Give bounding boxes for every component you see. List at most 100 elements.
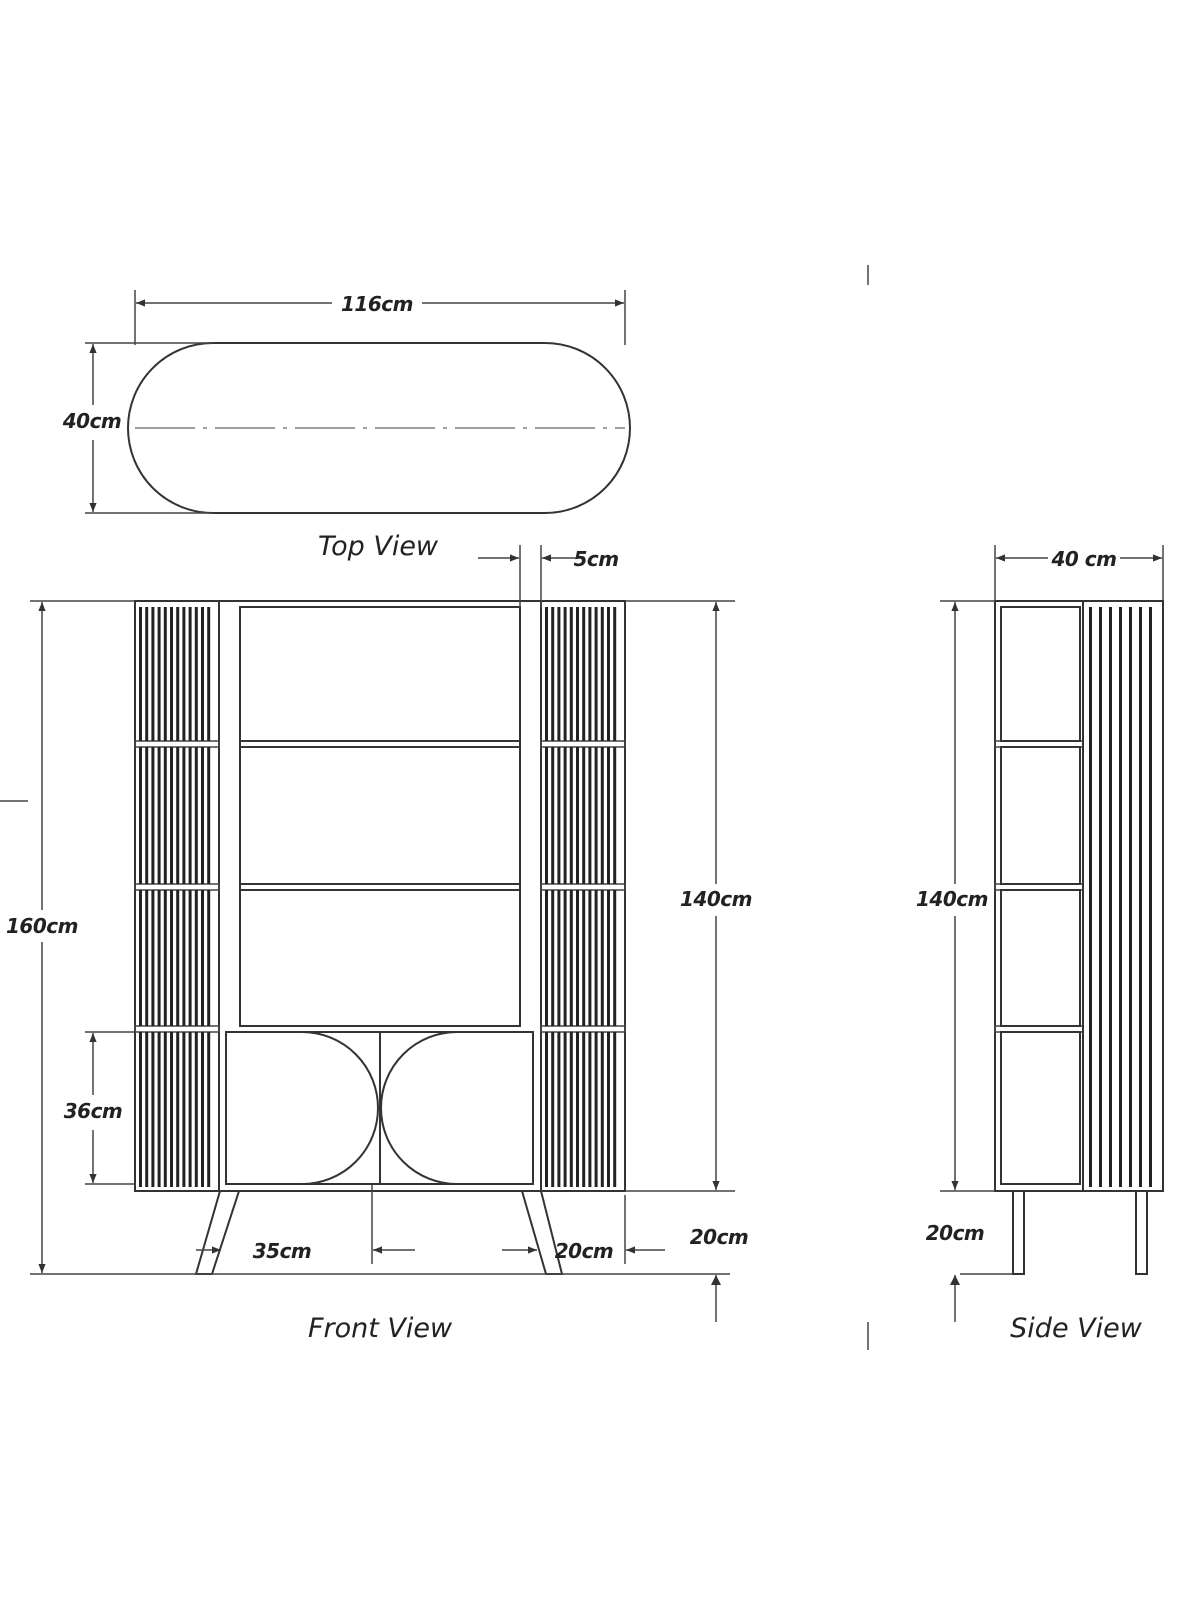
- front-right-slat: [588, 747, 592, 884]
- side-leg-right: [1135, 1190, 1148, 1275]
- front-left-slat: [170, 890, 173, 1026]
- side-leg-left: [1012, 1190, 1025, 1275]
- front-right-slat: [594, 747, 598, 884]
- front-right-slat: [600, 890, 604, 1026]
- front-left-slat: [176, 1032, 180, 1187]
- front-right-slat: [576, 607, 579, 741]
- side-slat: [1149, 607, 1152, 1187]
- front-right-slat: [613, 1032, 617, 1187]
- front-left-slat: [157, 747, 161, 884]
- front-right-slat: [551, 607, 555, 741]
- front-left-slat: [139, 607, 142, 741]
- front-left-slat: [139, 747, 142, 884]
- side-compartment-1: [1000, 606, 1081, 742]
- front-right-slat: [569, 747, 573, 884]
- front-body-outline: [134, 600, 626, 1192]
- front-left-slat: [163, 890, 167, 1026]
- front-view: 5cm 160cm 140cm 36cm 35cm 20cm 20cm: [0, 545, 758, 1344]
- front-leg-height-label: 20cm: [690, 1225, 749, 1249]
- front-right-slat: [563, 747, 567, 884]
- front-left-slat: [145, 607, 149, 741]
- front-right-slat: [613, 890, 617, 1026]
- side-view-caption: Side View: [1010, 1313, 1143, 1344]
- front-right-slat: [607, 607, 610, 741]
- front-right-slat: [557, 607, 561, 741]
- side-slat: [1099, 607, 1102, 1187]
- front-left-slat: [176, 747, 180, 884]
- front-left-slat: [182, 1032, 186, 1187]
- front-right-slat: [600, 747, 604, 884]
- front-leg-offset-left-label: 35cm: [253, 1239, 312, 1263]
- front-left-slat: [201, 747, 204, 884]
- front-left-slat: [170, 1032, 173, 1187]
- front-left-slat: [139, 1032, 142, 1187]
- side-slats: [1089, 607, 1152, 1187]
- front-left-slat: [151, 1032, 155, 1187]
- front-right-slat: [563, 607, 567, 741]
- front-right-slat: [551, 747, 555, 884]
- front-right-slat: [563, 1032, 567, 1187]
- front-body-height-label: 140cm: [680, 887, 752, 911]
- front-right-slat: [576, 890, 579, 1026]
- front-left-slat: [157, 890, 161, 1026]
- front-left-slat: [194, 1032, 198, 1187]
- front-left-slat: [188, 1032, 192, 1187]
- front-right-slat: [563, 890, 567, 1026]
- front-left-slat: [145, 747, 149, 884]
- front-right-slat: [576, 1032, 579, 1187]
- front-left-slat: [176, 607, 180, 741]
- top-view-caption: Top View: [318, 531, 439, 562]
- front-left-slat: [207, 607, 211, 741]
- front-right-slat: [551, 1032, 555, 1187]
- front-left-slat: [188, 890, 192, 1026]
- front-right-slat: [582, 890, 586, 1026]
- side-view: 40 cm 140cm 20cm Side View: [912, 545, 1164, 1344]
- side-compartment-3: [1000, 889, 1081, 1027]
- front-right-slat: [545, 1032, 548, 1187]
- front-left-slats: [139, 607, 211, 1187]
- front-right-slat: [582, 747, 586, 884]
- front-right-door-arc: [380, 1031, 458, 1185]
- front-left-slat: [207, 890, 211, 1026]
- front-left-slat: [151, 890, 155, 1026]
- front-left-slat: [188, 607, 192, 741]
- side-slat: [1119, 607, 1122, 1187]
- front-left-slat: [194, 607, 198, 741]
- front-right-slat: [594, 607, 598, 741]
- front-right-slat: [613, 607, 617, 741]
- front-right-slat: [607, 890, 610, 1026]
- front-left-slat: [145, 890, 149, 1026]
- front-right-slat: [551, 890, 555, 1026]
- front-right-slat: [588, 1032, 592, 1187]
- front-right-slat: [569, 607, 573, 741]
- top-view-outline: [127, 342, 631, 514]
- top-width-label: 116cm: [341, 292, 413, 316]
- front-left-slat: [157, 607, 161, 741]
- front-right-slat: [607, 1032, 610, 1187]
- front-right-slat: [582, 1032, 586, 1187]
- side-slat: [1139, 607, 1142, 1187]
- side-slat: [1129, 607, 1132, 1187]
- top-depth-label: 40cm: [62, 409, 122, 433]
- front-left-slat: [182, 747, 186, 884]
- front-right-slat: [594, 1032, 598, 1187]
- front-cabinet-height-label: 36cm: [64, 1099, 123, 1123]
- front-left-slat: [194, 890, 198, 1026]
- front-right-slat: [545, 607, 548, 741]
- front-right-slat: [569, 890, 573, 1026]
- front-right-slat: [576, 747, 579, 884]
- side-slat: [1089, 607, 1092, 1187]
- front-center-compartment-2: [239, 746, 521, 885]
- front-leg-offset-right-label: 20cm: [555, 1239, 614, 1263]
- side-leg-height-label: 20cm: [926, 1221, 985, 1245]
- front-left-slat: [201, 607, 204, 741]
- front-left-slat: [207, 747, 211, 884]
- front-left-slat: [151, 747, 155, 884]
- front-right-slat: [600, 607, 604, 741]
- front-left-door-arc: [301, 1031, 379, 1185]
- front-right-slat: [545, 747, 548, 884]
- side-compartment-4: [1000, 1031, 1081, 1185]
- front-left-slat: [145, 1032, 149, 1187]
- front-center-compartment-1: [239, 606, 521, 742]
